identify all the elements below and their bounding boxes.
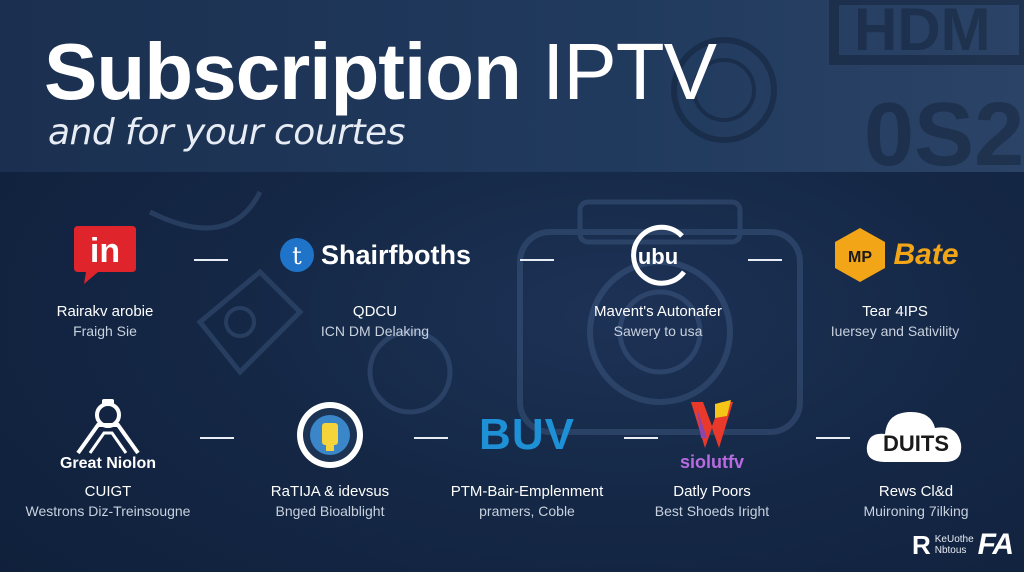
- provider-logo: Great Niolon: [0, 385, 218, 485]
- svg-text:HDM: HDM: [854, 0, 991, 63]
- provider-subtitle: Muironing 7ilking: [863, 503, 969, 519]
- hexagon-icon: MP: [835, 228, 886, 282]
- provider-subtitle: Iuersey and Sativility: [830, 323, 960, 339]
- provider-row-2: Great Niolon CUIGT Westrons Diz-Treinsou…: [0, 385, 1024, 535]
- provider-subtitle: Westrons Diz-Treinsougne: [25, 503, 191, 519]
- provider-subtitle: Best Shoeds Iright: [654, 503, 770, 519]
- provider-card[interactable]: Great Niolon CUIGT Westrons Diz-Treinsou…: [0, 385, 218, 535]
- svg-text:t: t: [292, 242, 302, 270]
- provider-name: Mavent's Autonafer: [594, 303, 722, 320]
- provider-logo: BUV: [417, 385, 637, 485]
- provider-name: Tear 4IPS: [862, 303, 928, 320]
- provider-logo: in: [0, 205, 215, 305]
- hero-background-art: HDM 0S2: [671, 0, 1024, 172]
- separator-dash: [520, 259, 554, 261]
- logo-text: ubu: [638, 244, 678, 269]
- provider-logo: siolutfv: [612, 385, 812, 485]
- separator-dash: [748, 259, 782, 261]
- separator-dash: [200, 437, 234, 439]
- provider-card[interactable]: MP Bate Tear 4IPS Iuersey and Sativility: [785, 205, 1005, 355]
- provider-card[interactable]: RaTIJA & idevsus Bnged Bioalblight: [220, 385, 440, 535]
- robot-arch-icon: [76, 399, 140, 455]
- logo-text: Shairfboths: [320, 239, 471, 270]
- page-subtitle: and for your courtes: [48, 112, 405, 153]
- background-illustration: [148, 190, 803, 435]
- provider-subtitle: Bnged Bioalblight: [275, 503, 385, 519]
- provider-name: Rews Cl&d: [878, 483, 954, 500]
- provider-name: CUIGT: [84, 483, 132, 500]
- provider-subtitle: Sawery to usa: [613, 323, 703, 339]
- provider-card[interactable]: siolutfv Datly Poors Best Shoeds Iright: [612, 385, 812, 535]
- gear-seal-icon: [297, 402, 363, 468]
- provider-name: RaTIJA & idevsus: [270, 483, 390, 500]
- logo-text: DUITS: [883, 431, 949, 456]
- provider-card[interactable]: DUITS Rews Cl&d Muironing 7ilking: [816, 385, 1016, 535]
- provider-subtitle: ICN DM Delaking: [320, 323, 430, 339]
- provider-subtitle: pramers, Coble: [479, 503, 575, 519]
- provider-logo: ubu: [548, 205, 768, 305]
- provider-logo: t Shairfboths: [255, 205, 495, 305]
- provider-logo: DUITS: [816, 385, 1016, 485]
- page-title: Subscription IPTV: [44, 27, 717, 116]
- logo-text: Bate: [893, 238, 959, 271]
- logo-text: Great Niolon: [59, 455, 156, 472]
- provider-card[interactable]: BUV PTM-Bair-Emplenment pramers, Coble: [417, 385, 637, 535]
- provider-name: QDCU: [352, 303, 398, 320]
- separator-dash: [194, 259, 228, 261]
- w-flag-icon: [691, 399, 733, 448]
- provider-row-1: in Rairakv arobie Fraigh Sie t Shairfbot…: [0, 205, 1024, 355]
- speech-bubble-icon: in: [74, 226, 136, 284]
- provider-subtitle: Fraigh Sie: [73, 323, 137, 339]
- svg-text:0S2: 0S2: [864, 85, 1024, 172]
- hero-banner: HDM 0S2 Subscription IPTV and for your c…: [0, 0, 1024, 172]
- provider-card[interactable]: in Rairakv arobie Fraigh Sie: [0, 205, 215, 355]
- logo-text: BUV: [479, 410, 575, 459]
- badge-tail: FA: [977, 528, 1014, 561]
- provider-card[interactable]: ubu Mavent's Autonafer Sawery to usa: [548, 205, 768, 355]
- separator-dash: [816, 437, 850, 439]
- separator-dash: [414, 437, 448, 439]
- provider-name: Datly Poors: [673, 483, 751, 500]
- provider-logo: MP Bate: [785, 205, 1005, 305]
- provider-name: Rairakv arobie: [56, 303, 154, 320]
- badge-mark: R: [911, 529, 931, 560]
- provider-logo: [220, 385, 440, 485]
- ring-icon: ubu: [631, 224, 686, 286]
- cloud-icon: DUITS: [866, 412, 962, 462]
- t-circle-icon: t: [279, 238, 314, 272]
- logo-text: in: [90, 232, 120, 270]
- logo-text: siolutfv: [679, 451, 744, 472]
- provider-name: PTM-Bair-Emplenment: [450, 483, 604, 500]
- provider-card[interactable]: t Shairfboths QDCU ICN DM Delaking: [255, 205, 495, 355]
- separator-dash: [624, 437, 658, 439]
- logo-badge-text: MP: [848, 249, 872, 266]
